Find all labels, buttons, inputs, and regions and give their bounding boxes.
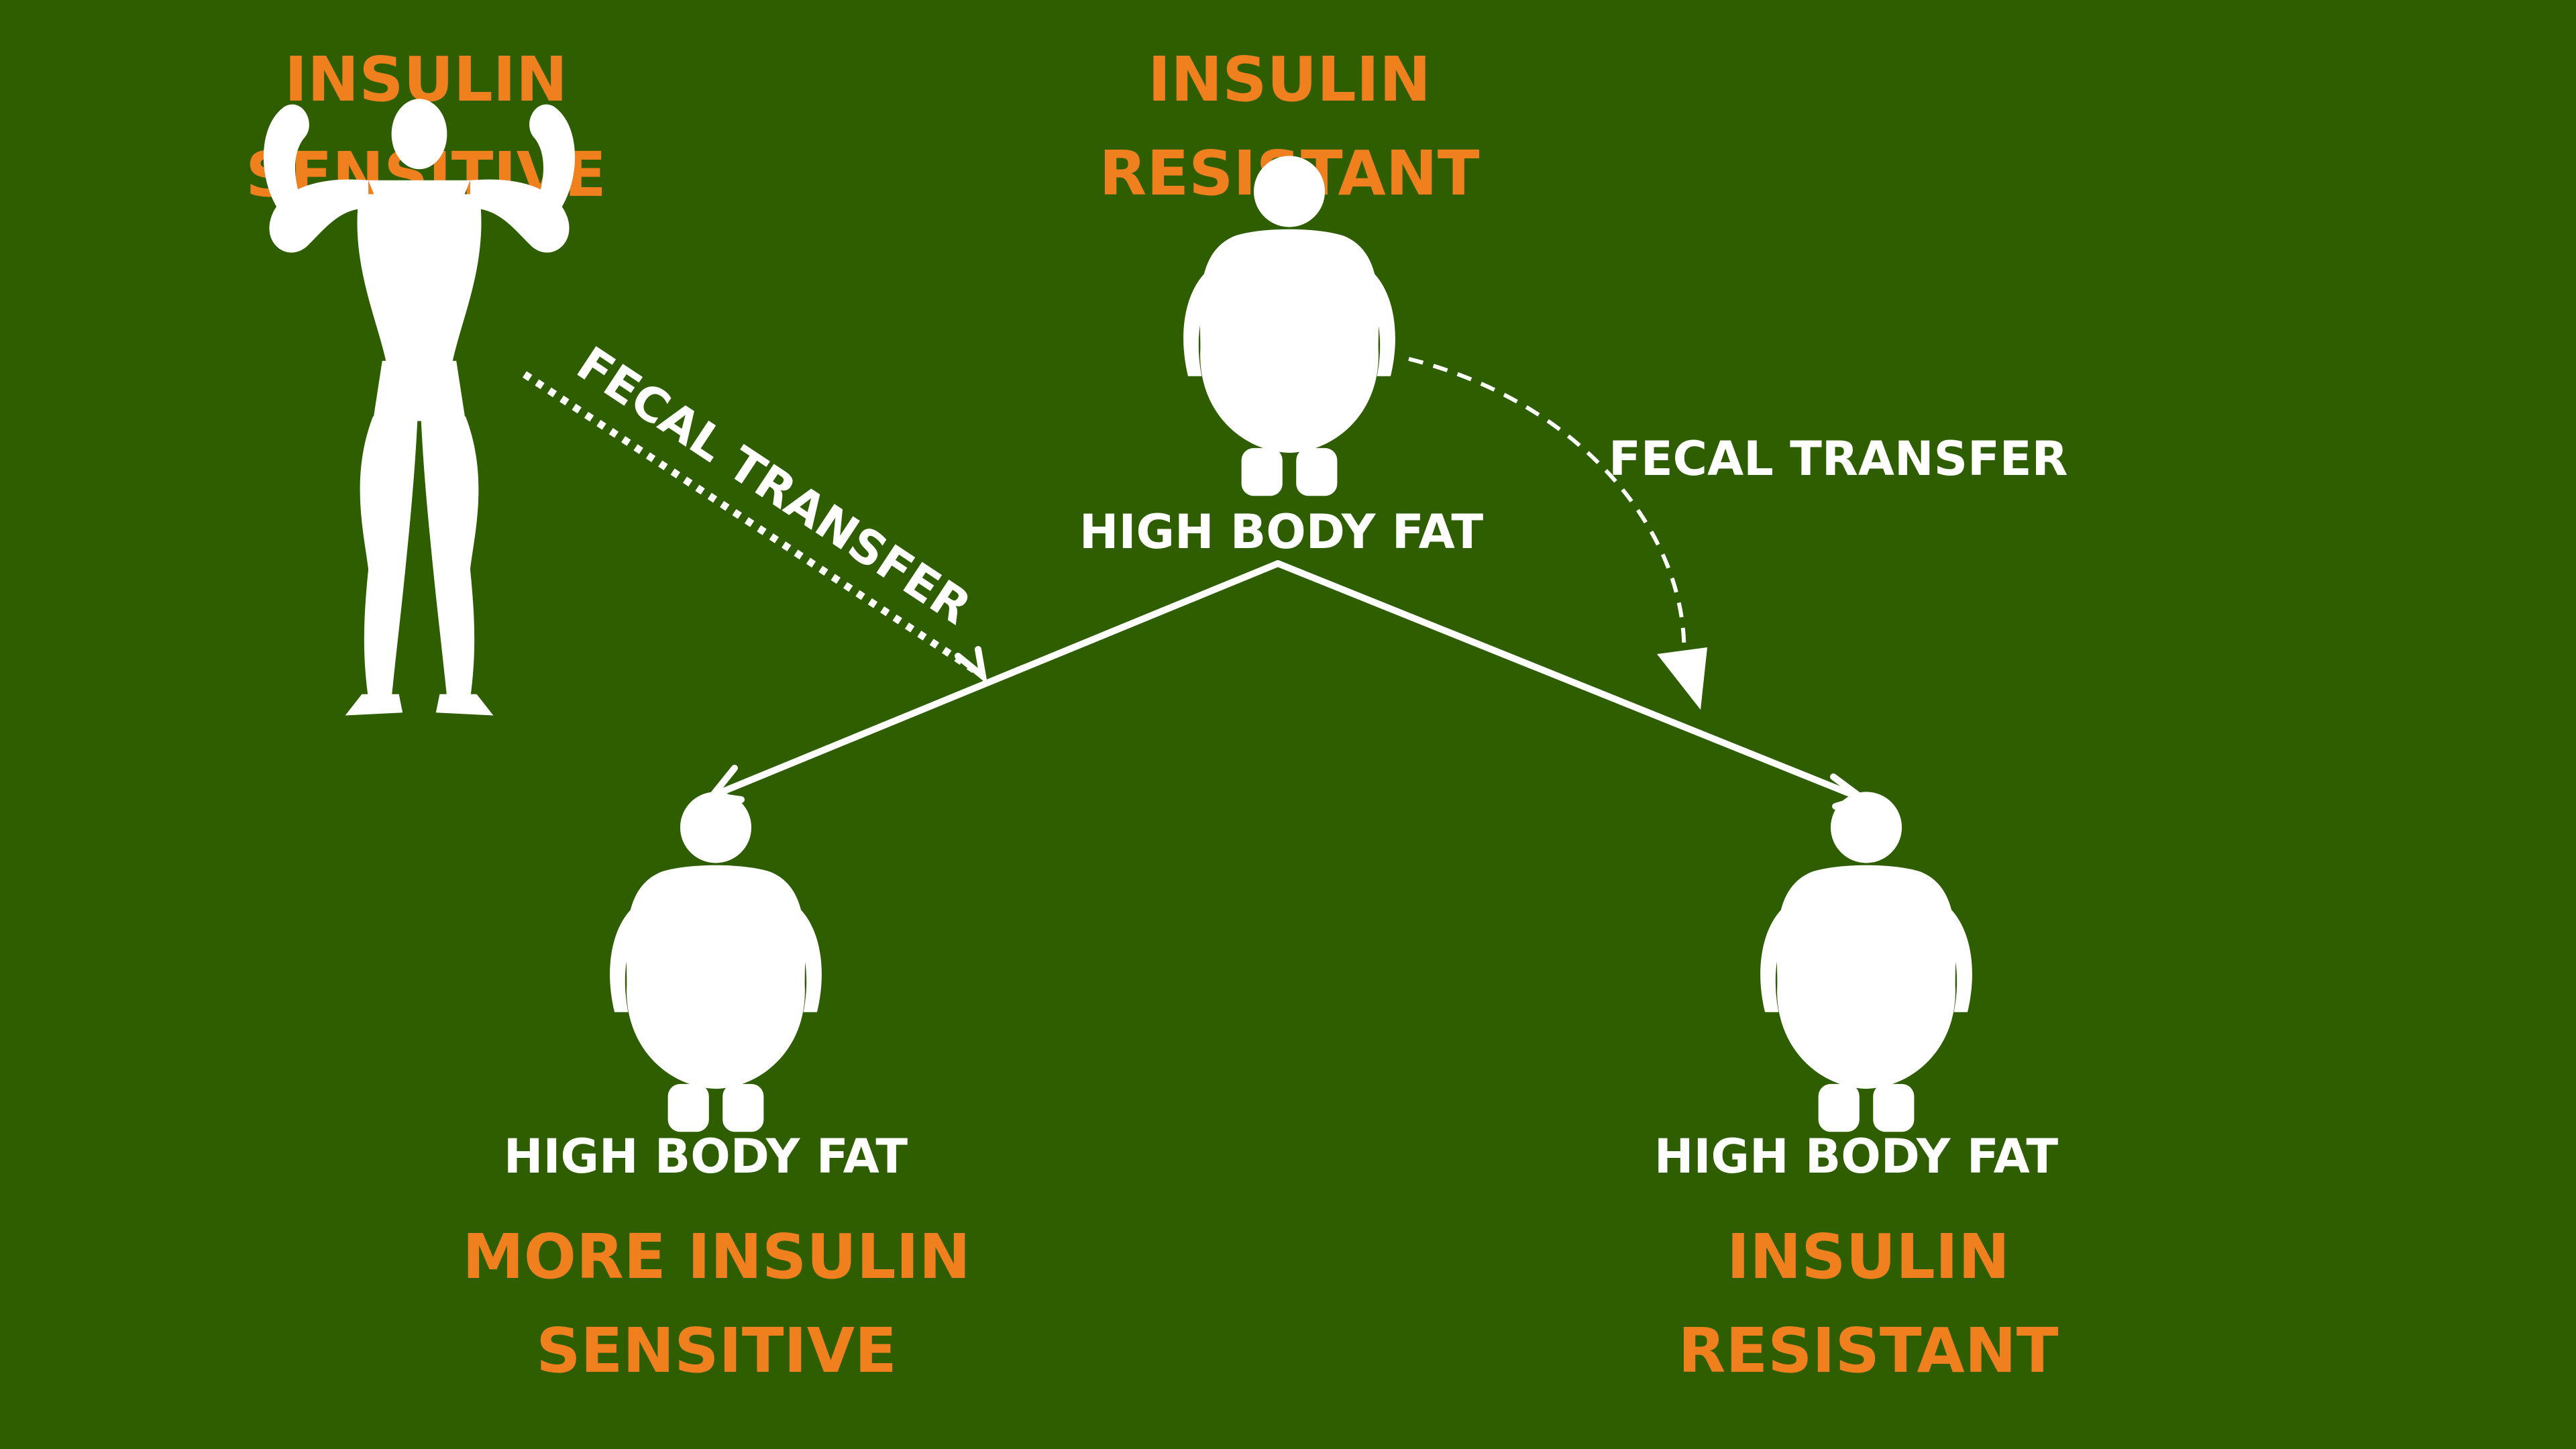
arrow-to-bottom-left [711,560,1281,798]
bottom-right-title-line1: INSULIN [1727,1221,2010,1293]
dashed-arrow-head [1657,647,1707,710]
fecal-transfer-label-left: FECAL TRANSFER [568,336,981,635]
fecal-transfer-arrow-left: FECAL TRANSFER [522,336,988,685]
dotted-arrow-line [522,371,983,678]
top-center-body-fat-label: HIGH BODY FAT [1079,504,1483,559]
bottom-left-body-fat-label: HIGH BODY FAT [504,1129,908,1184]
bottom-right-title-line2: RESISTANT [1678,1315,2058,1387]
obese-person-icon [1760,792,1972,1132]
obese-person-icon [610,792,822,1132]
bodybuilder-icon [263,99,576,716]
dashed-curve-line [1408,357,1686,661]
bottom-left-title-line1: MORE INSULIN [462,1221,971,1293]
bottom-right-body-fat-label: HIGH BODY FAT [1654,1129,2058,1184]
top-center-title-line1: INSULIN [1148,44,1431,115]
arrow-head-bottom-left [709,765,745,803]
arrow-to-bottom-right [1275,560,1865,802]
arrow-head-bottom-right [1830,773,1866,810]
fecal-transfer-arrow-right: FECAL TRANSFER [1408,357,2068,710]
bottom-left-title-line2: SENSITIVE [536,1315,897,1387]
dotted-arrow-head [955,646,988,685]
split-arrows [709,560,1866,810]
fecal-transfer-label-right: FECAL TRANSFER [1609,431,2068,486]
